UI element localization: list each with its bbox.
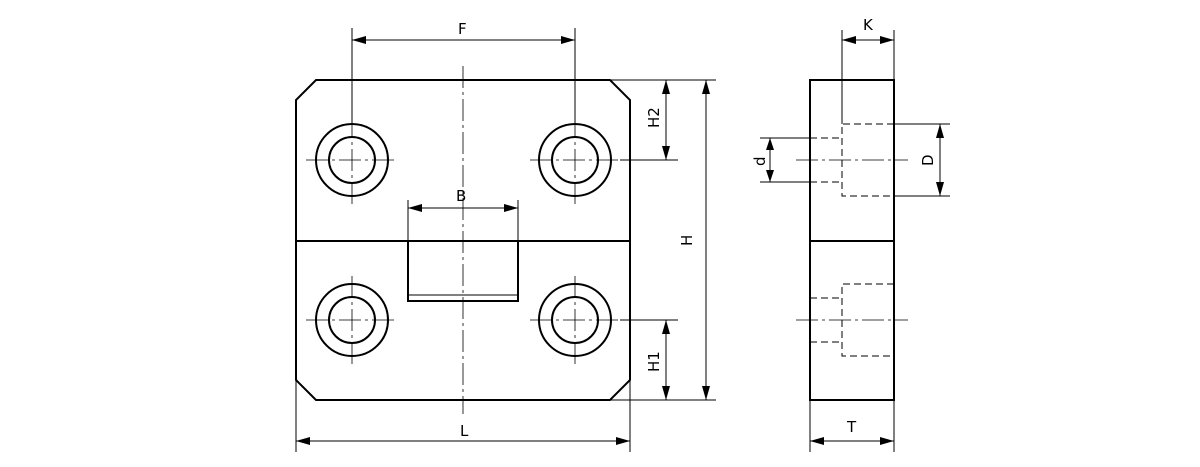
dimension-label-L: L [460,422,469,440]
side-body-bottom [809,240,895,401]
front-view [295,66,631,414]
dimension-D: D [894,123,950,197]
dimension-label-B: B [456,187,466,205]
dimension-B: B [407,187,519,241]
dimension-H1: H1 [620,319,678,400]
dimension-T: T [809,400,895,452]
side-body-top [809,79,895,242]
dimension-label-H: H [678,235,696,246]
dimension-H: H [610,79,716,401]
dimension-label-H2: H2 [645,107,663,128]
dimension-K: K [841,16,895,124]
dimension-d: d [751,137,810,183]
dimension-H2: H2 [620,80,678,161]
dimension-L: L [295,380,631,452]
dimension-label-d: d [751,156,769,166]
dimension-label-H1: H1 [645,351,663,372]
dimension-F: F [351,20,576,124]
side-view [796,79,908,401]
dimension-label-D: D [919,154,937,166]
dimension-label-K: K [863,16,874,34]
dimension-label-F: F [458,20,467,38]
dimension-label-T: T [846,418,857,436]
